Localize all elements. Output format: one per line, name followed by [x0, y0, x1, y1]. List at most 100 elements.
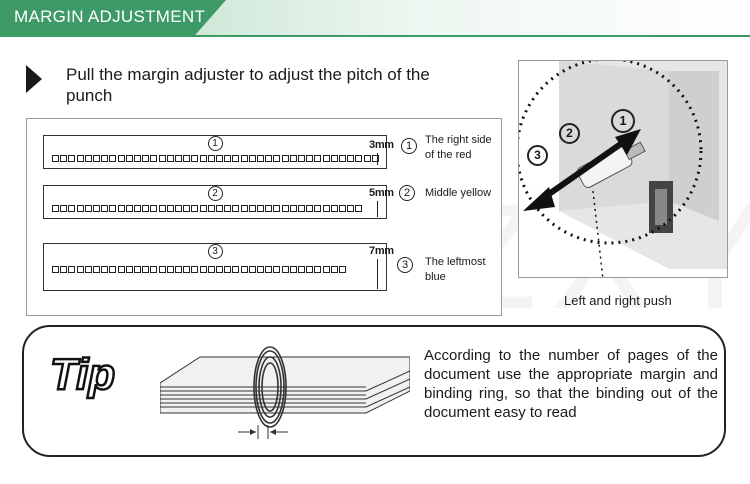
- margin-circle-3: 3: [397, 257, 413, 273]
- punch-hole: [76, 155, 84, 162]
- paper-strip-2: 2: [43, 185, 387, 219]
- punch-hole: [240, 205, 248, 212]
- punch-hole: [216, 205, 223, 212]
- punch-hole: [117, 205, 125, 212]
- header-underline: [0, 35, 750, 37]
- punch-hole: [52, 205, 59, 212]
- punch-hole: [339, 205, 346, 212]
- punch-hole: [76, 205, 84, 212]
- instruction-text: Pull the margin adjuster to adjust the p…: [66, 65, 430, 105]
- adjuster-mark-2-label: 2: [559, 123, 580, 144]
- punch-hole: [248, 155, 256, 162]
- punch-hole: [76, 266, 84, 273]
- punch-hole: [68, 266, 76, 273]
- punch-hole: [281, 205, 289, 212]
- punch-hole: [281, 155, 289, 162]
- punch-hole: [101, 155, 109, 162]
- punch-hole: [322, 155, 330, 162]
- punch-hole: [199, 266, 207, 273]
- punch-hole: [52, 155, 59, 162]
- punch-hole: [289, 266, 297, 273]
- punch-hole: [273, 155, 281, 162]
- punch-hole: [175, 155, 182, 162]
- punch-hole: [306, 155, 314, 162]
- punch-hole: [158, 205, 166, 212]
- punch-hole: [150, 266, 158, 273]
- punch-hole: [363, 155, 371, 162]
- punch-hole: [68, 205, 76, 212]
- punch-hole: [207, 155, 215, 162]
- adjuster-mark-1-label: 1: [611, 109, 635, 133]
- section-title: MARGIN ADJUSTMENT: [14, 7, 206, 26]
- punch-hole: [207, 266, 215, 273]
- punch-hole: [142, 155, 150, 162]
- punch-hole: [134, 205, 141, 212]
- paper-strip-1: 1: [43, 135, 387, 169]
- punch-hole: [93, 155, 100, 162]
- adjuster-mark-2: 2: [559, 123, 580, 144]
- punch-hole: [199, 205, 207, 212]
- punch-hole: [166, 155, 174, 162]
- punch-hole: [265, 155, 273, 162]
- punch-hole: [257, 266, 264, 273]
- margin-circle-2: 2: [399, 185, 415, 201]
- header-fade: [195, 0, 750, 36]
- punch-hole: [199, 155, 207, 162]
- punch-hole: [257, 155, 264, 162]
- binding-book-illustration: [160, 346, 410, 439]
- punch-hole: [257, 205, 264, 212]
- margin-desc-3: The leftmost blue: [425, 256, 486, 283]
- punch-hole: [240, 266, 248, 273]
- punch-hole: [306, 205, 314, 212]
- margin-size-3: 7mm: [369, 245, 394, 257]
- punch-hole: [322, 205, 330, 212]
- punch-hole: [84, 205, 92, 212]
- adjuster-mark-3-label: 3: [527, 145, 548, 166]
- punch-hole: [330, 155, 338, 162]
- punch-hole: [240, 155, 248, 162]
- punch-hole: [232, 155, 240, 162]
- punch-hole: [101, 205, 109, 212]
- punch-hole: [314, 266, 322, 273]
- margin-desc-1: The right side of the red: [425, 134, 492, 161]
- punch-hole: [109, 155, 117, 162]
- strip-1-number: 1: [207, 136, 223, 151]
- punch-hole: [289, 155, 297, 162]
- punch-hole: [60, 205, 68, 212]
- punch-hole: [289, 205, 297, 212]
- punch-hole: [191, 205, 199, 212]
- punch-hole: [52, 266, 59, 273]
- punch-hole: [265, 266, 273, 273]
- punch-hole: [60, 266, 68, 273]
- tip-text: According to the number of pages of the …: [424, 347, 718, 421]
- punch-hole: [109, 205, 117, 212]
- punch-hole: [339, 155, 346, 162]
- punch-hole: [84, 266, 92, 273]
- punch-hole: [322, 266, 330, 273]
- punch-hole: [125, 155, 133, 162]
- punch-hole: [330, 205, 338, 212]
- punch-hole: [134, 266, 141, 273]
- punch-hole: [265, 205, 273, 212]
- punch-hole: [306, 266, 314, 273]
- punch-hole: [175, 205, 182, 212]
- punch-hole: [224, 266, 232, 273]
- push-direction-label: Left and right push: [564, 293, 672, 308]
- punch-hole: [93, 205, 100, 212]
- punch-hole: [330, 266, 338, 273]
- paper-strip-3: 3: [43, 243, 387, 291]
- punch-hole: [355, 205, 363, 212]
- punch-hole: [158, 266, 166, 273]
- punch-hole: [101, 266, 109, 273]
- margin-size-2: 5mm: [369, 187, 394, 199]
- punch-hole: [339, 266, 346, 273]
- punch-hole: [281, 266, 289, 273]
- adjuster-mark-3: 3: [527, 145, 548, 166]
- punch-hole: [150, 155, 158, 162]
- punch-hole: [224, 155, 232, 162]
- punch-hole: [248, 205, 256, 212]
- margin-diagram-panel: 1 3mm 1 The right side of the red 2 5mm …: [26, 118, 502, 316]
- punch-hole: [125, 266, 133, 273]
- punch-hole: [125, 205, 133, 212]
- tip-badge-text: Tip: [50, 350, 115, 399]
